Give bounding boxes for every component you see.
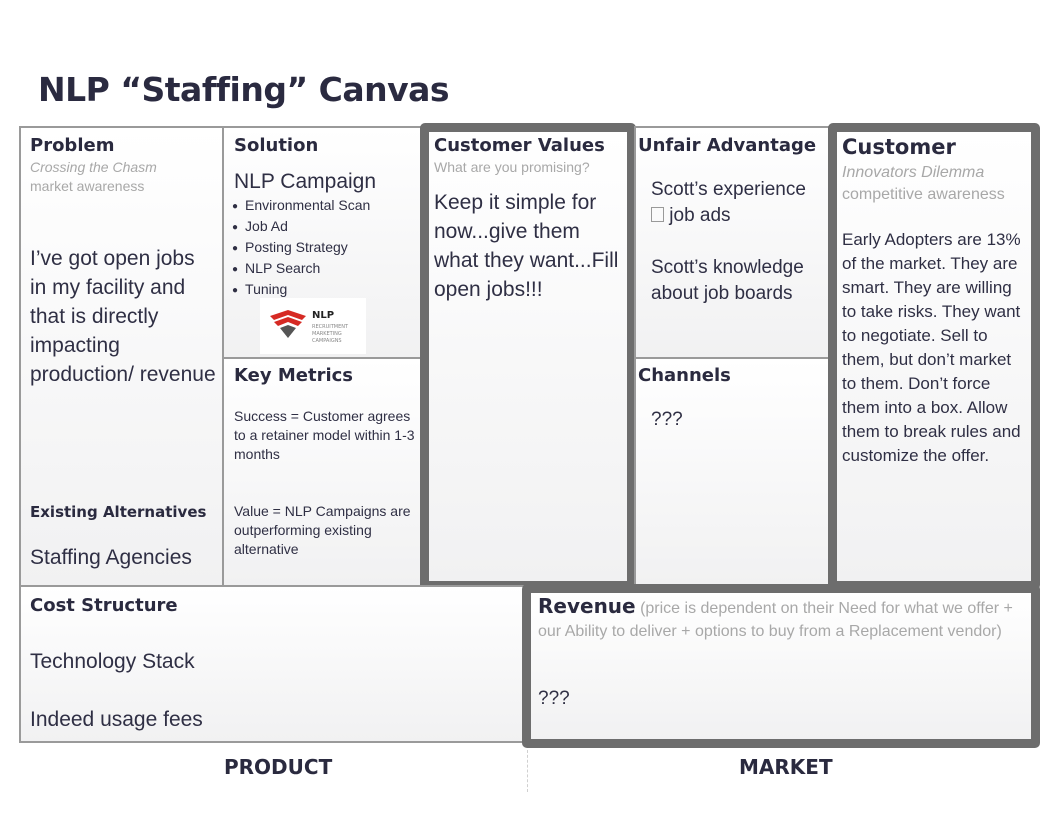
solution-item: Environmental Scan — [232, 196, 370, 217]
cost-structure-heading: Cost Structure — [30, 595, 178, 616]
nlp-logo-mark: NLP RECRUITMENT MARKETING CAMPAIGNS — [270, 310, 349, 344]
arrow-box-icon — [651, 207, 664, 222]
customer-values-subtitle: What are you promising? — [434, 159, 590, 175]
solution-list: Environmental Scan Job Ad Posting Strate… — [232, 196, 370, 301]
customer-values-body: Keep it simple for now...give them what … — [434, 191, 619, 301]
canvas-title: NLP “Staffing” Canvas — [38, 70, 450, 109]
customer-subtitle: competitive awareness — [842, 186, 1005, 203]
logo-name: NLP — [312, 310, 334, 321]
logo-tagline-2: MARKETING — [312, 331, 342, 337]
solution-heading: Solution — [234, 135, 319, 156]
key-metrics-value: Value = NLP Campaigns are outperforming … — [234, 503, 411, 557]
unfair-advantage-line2: job ads — [651, 203, 731, 229]
market-label: MARKET — [739, 755, 833, 779]
unfair-advantage-heading: Unfair Advantage — [638, 135, 817, 156]
cost-structure-box — [19, 585, 527, 743]
logo-tagline-3: CAMPAIGNS — [312, 338, 342, 344]
revenue-text: Revenue (price is dependent on their Nee… — [538, 595, 1024, 643]
key-metrics-success: Success = Customer agrees to a retainer … — [234, 408, 415, 462]
existing-alternatives-heading: Existing Alternatives — [30, 503, 207, 521]
problem-subtitle: market awareness — [30, 178, 145, 194]
key-metrics-heading: Key Metrics — [234, 365, 353, 386]
solution-campaign: NLP Campaign — [234, 170, 377, 193]
problem-body: I’ve got open jobs in my facility and th… — [30, 247, 216, 386]
problem-subtitle-italic: Crossing the Chasm — [30, 159, 157, 175]
customer-subtitle-italic: Innovators Dilemma — [842, 164, 985, 181]
problem-heading: Problem — [30, 135, 115, 156]
revenue-box — [522, 584, 1040, 748]
nlp-logo: NLP RECRUITMENT MARKETING CAMPAIGNS — [260, 298, 366, 354]
customer-values-box — [420, 123, 636, 590]
solution-item: Tuning — [232, 280, 370, 301]
cost-structure-item2: Indeed usage fees — [30, 708, 203, 731]
logo-tagline-1: RECRUITMENT — [312, 324, 349, 330]
revenue-subtitle: (price is dependent on their Need for wh… — [538, 600, 1013, 640]
product-label: PRODUCT — [224, 755, 333, 779]
solution-item: Posting Strategy — [232, 238, 370, 259]
existing-alternatives-body: Staffing Agencies — [30, 546, 192, 569]
unfair-advantage-line3: Scott’s knowledge about job boards — [651, 257, 804, 304]
channels-heading: Channels — [638, 365, 731, 386]
cost-structure-item1: Technology Stack — [30, 650, 195, 673]
problem-box — [19, 126, 224, 587]
section-divider — [527, 750, 528, 792]
channels-body: ??? — [651, 409, 683, 430]
customer-body: Early Adopters are 13% of the market. Th… — [842, 230, 1021, 465]
solution-item: NLP Search — [232, 259, 370, 280]
unfair-advantage-box — [634, 126, 832, 359]
customer-values-heading: Customer Values — [434, 135, 605, 156]
channels-box — [634, 357, 832, 587]
customer-heading: Customer — [842, 135, 956, 159]
unfair-advantage-line1: Scott’s experience — [651, 179, 806, 200]
solution-item: Job Ad — [232, 217, 370, 238]
revenue-body: ??? — [538, 688, 570, 709]
revenue-heading: Revenue — [538, 594, 636, 618]
